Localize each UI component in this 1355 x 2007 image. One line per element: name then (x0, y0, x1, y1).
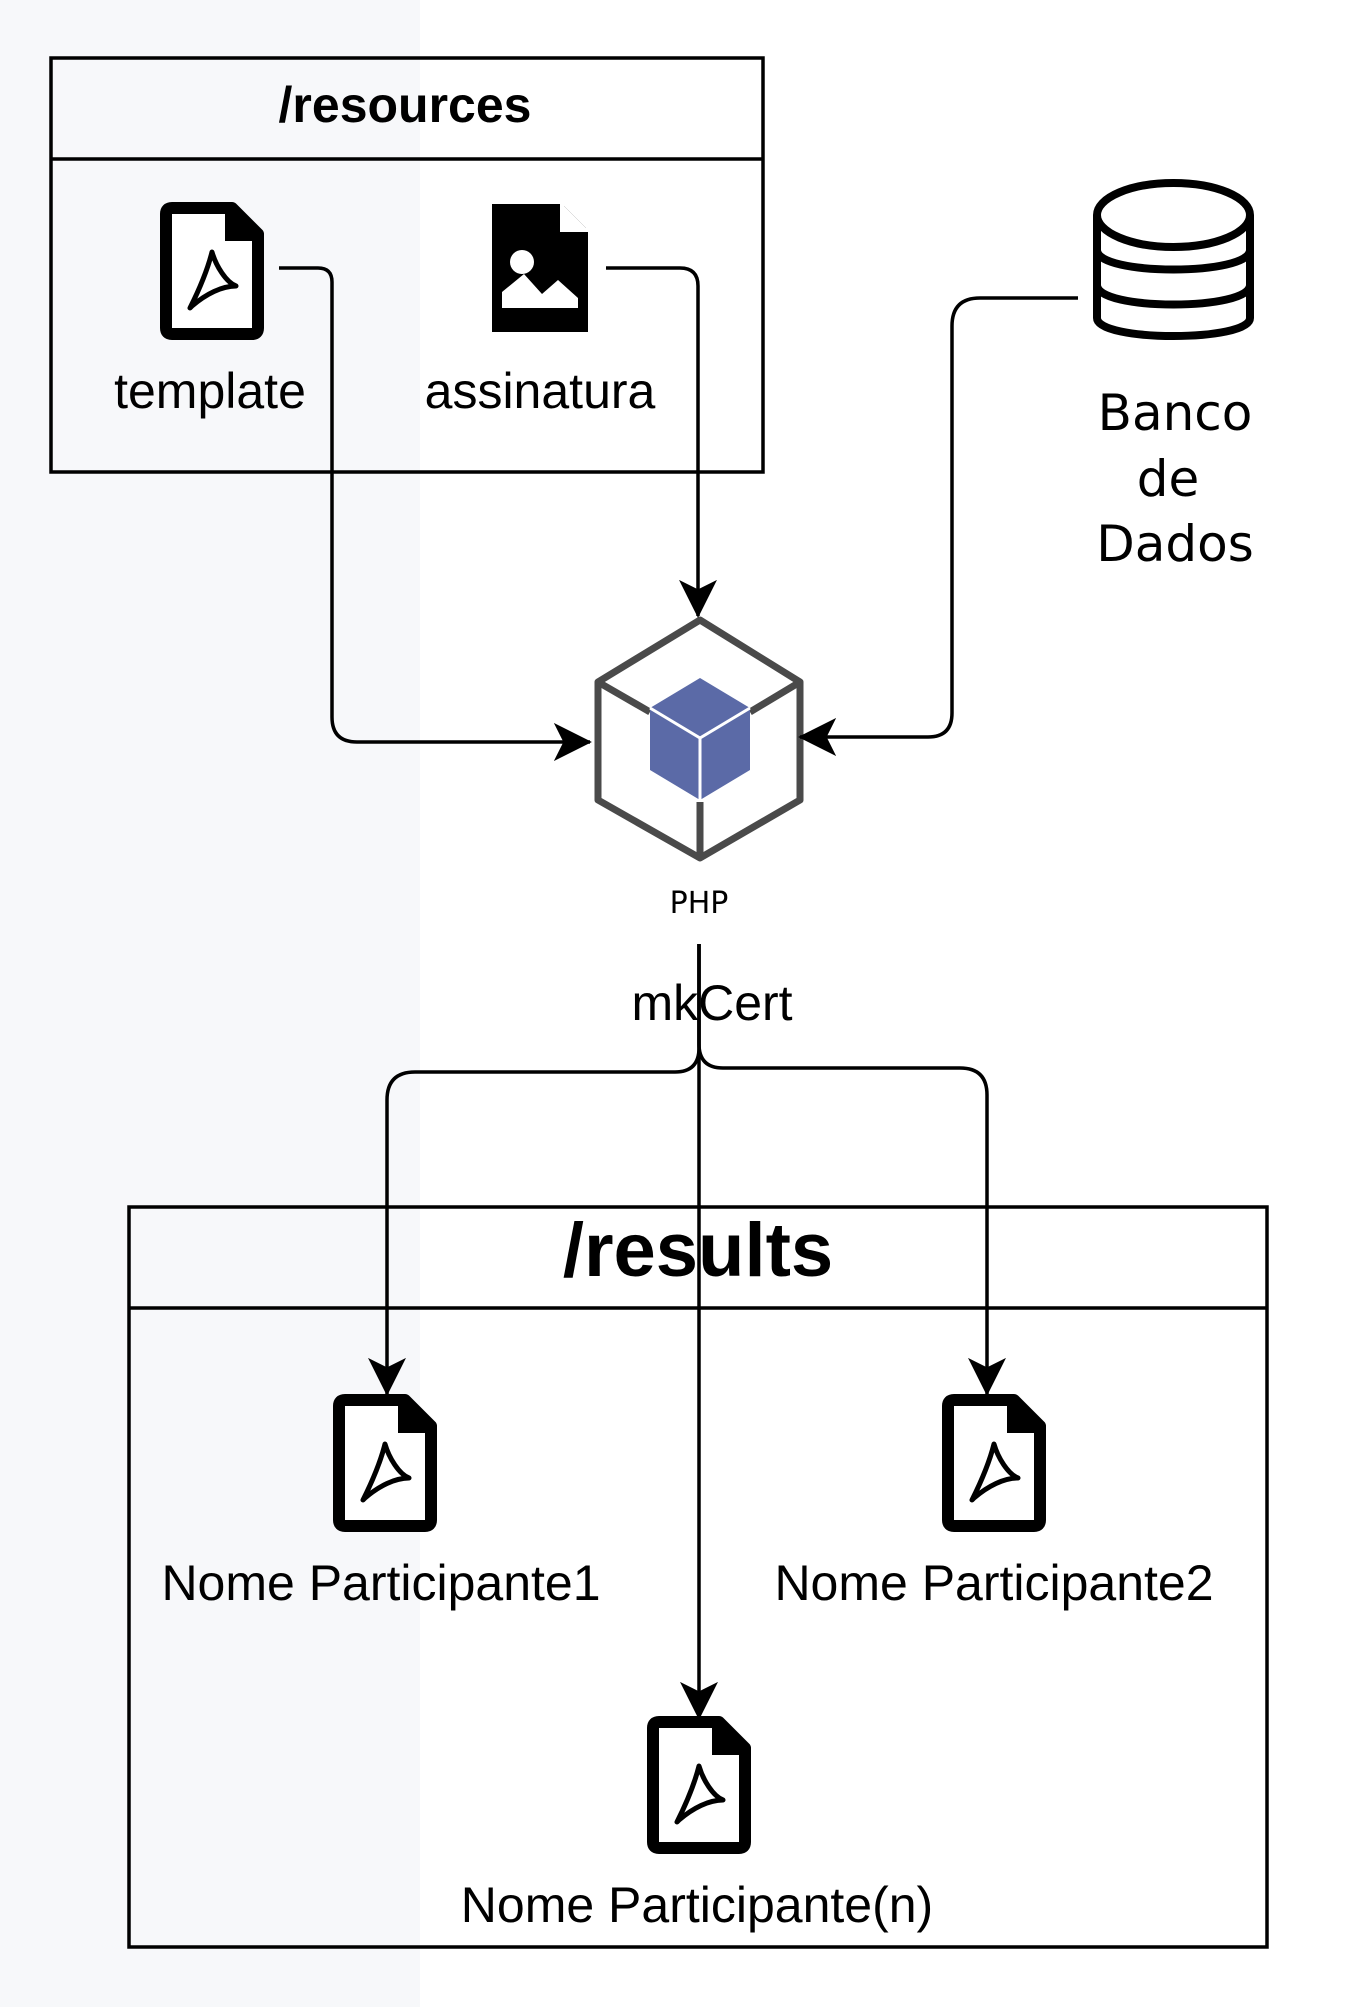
results-box (127, 1205, 1269, 1949)
php-cube-icon (594, 616, 804, 862)
database-label-line1: Banco (1098, 384, 1253, 442)
template-label: template (114, 363, 306, 419)
edge-php-to-participante2 (697, 944, 1006, 1396)
resources-box (49, 56, 765, 474)
participanten-node[interactable]: Nome Participante(n) (461, 1722, 933, 1933)
results-container: /results Nome Participante1 Nome Partici… (127, 1205, 1269, 1949)
pdf-file-icon (339, 1400, 431, 1526)
participante2-node[interactable]: Nome Participante2 (774, 1400, 1214, 1611)
assinatura-label: assinatura (425, 363, 656, 419)
template-node[interactable]: template (114, 208, 306, 419)
mkcert-edge-label: mkCert (631, 975, 792, 1031)
edge-database-to-php (798, 296, 1078, 756)
database-node[interactable]: Banco de Dados (1093, 179, 1254, 573)
mkcert-edges: mkCert (368, 944, 1006, 1720)
database-label-line3: Dados (1096, 515, 1254, 573)
participanten-label: Nome Participante(n) (461, 1877, 933, 1933)
participante1-label: Nome Participante1 (161, 1555, 600, 1611)
edge-assinatura-to-php (606, 266, 717, 618)
resources-container: /resources template assinatura (49, 56, 765, 474)
pdf-file-icon (166, 208, 258, 334)
edge-template-to-php (279, 266, 592, 761)
results-title: /results (563, 1208, 833, 1293)
pdf-file-icon (653, 1722, 745, 1848)
image-file-icon (492, 204, 588, 332)
database-label-line2: de (1137, 450, 1200, 508)
pdf-file-icon (948, 1400, 1040, 1526)
participante1-node[interactable]: Nome Participante1 (161, 1400, 601, 1611)
php-label: PHP (670, 886, 729, 921)
resources-title: /resources (279, 77, 532, 133)
database-icon (1093, 179, 1254, 340)
participante2-label: Nome Participante2 (774, 1555, 1213, 1611)
php-node[interactable]: PHP (594, 616, 804, 921)
assinatura-node[interactable]: assinatura (425, 204, 656, 419)
